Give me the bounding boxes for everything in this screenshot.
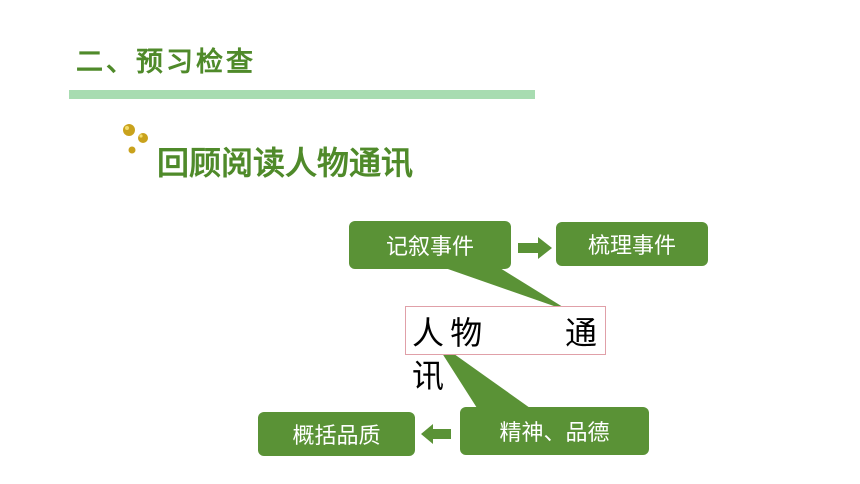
arrow-right-icon	[518, 237, 552, 259]
section-title: 二、预习检查	[76, 47, 256, 78]
box-spirit-virtue-label: 精神、品德	[499, 421, 610, 446]
box-narrate-events: 记叙事件	[349, 221, 511, 269]
box-spirit-virtue: 精神、品德	[460, 407, 649, 455]
callout-tail-bottom	[433, 339, 530, 408]
bullet-dots-icon	[123, 124, 148, 154]
center-frame	[405, 306, 606, 355]
callout-tail-top	[445, 268, 571, 312]
box-sort-events-label: 梳理事件	[587, 234, 676, 259]
box-summarize-qualities-label: 概括品质	[292, 424, 381, 449]
slide-subtitle: 回顾阅读人物通讯	[157, 144, 414, 182]
box-summarize-qualities: 概括品质	[258, 412, 415, 456]
box-sort-events: 梳理事件	[556, 222, 708, 266]
box-narrate-events-label: 记叙事件	[385, 235, 474, 260]
arrow-left-icon	[421, 424, 451, 444]
center-line2: 讯	[412, 357, 445, 395]
center-line1: 人物 通	[412, 314, 597, 352]
title-underline	[69, 90, 535, 99]
